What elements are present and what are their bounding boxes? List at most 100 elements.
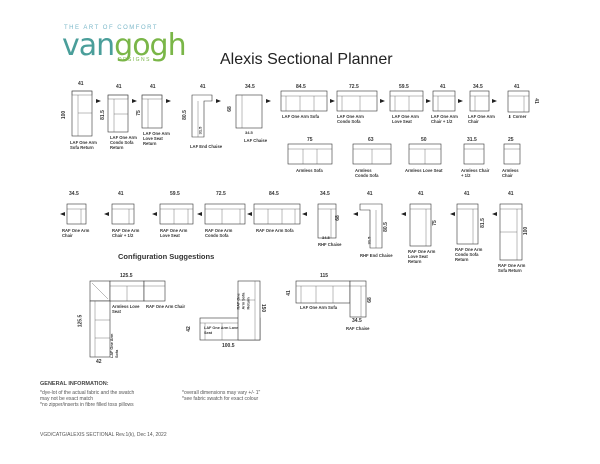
piece-label: Armless Love Seat (112, 304, 140, 314)
piece-raf-chair-half (111, 203, 135, 225)
piece-label: LAF Chaise (244, 138, 268, 143)
piece-label: LAF One Arm Condo Sofa Return (110, 135, 137, 150)
piece-raf-sofa (253, 203, 301, 225)
piece-label: LAF One Arm Sofa Return (70, 140, 97, 150)
piece-raf-sofa-return (499, 203, 523, 261)
general-info-heading: GENERAL INFORMATION: (40, 381, 109, 387)
dim-label: 125.5 (120, 273, 133, 279)
dim-label: 72.5 (216, 191, 226, 197)
dim-label: 41 (367, 191, 373, 197)
piece-corner (507, 90, 530, 113)
brand-tagline: THE ART OF COMFORT (64, 25, 159, 31)
piece-label: LAF End Chaise (190, 144, 223, 149)
config-3-drawing (295, 280, 367, 318)
piece-label: RHF Chaise (318, 242, 342, 247)
dim-label: 41 (285, 290, 292, 296)
dim-label: 100.5 (222, 343, 235, 349)
dim-label: 80.5 (382, 222, 389, 232)
dim-label: 150 (260, 303, 267, 313)
dim-label: 41 (118, 191, 124, 197)
brand-sub: DESIGNS (118, 57, 152, 63)
dim-label: 81.5 (479, 218, 486, 228)
arrow-icon (132, 99, 137, 103)
footer-revision: VGD/CATG/ALEXIS SECTIONAL Rev.1(k), Dec … (40, 432, 167, 438)
dim-label: 31.5 (197, 126, 203, 135)
config-heading: Configuration Suggestions (118, 252, 215, 261)
brand-logo: vangogh (62, 28, 187, 63)
arrow-icon (302, 212, 307, 216)
piece-label: LAF One Arm Love Seat Return (143, 131, 170, 146)
arrow-icon (152, 212, 157, 216)
piece-label: RAF One Arm Chair + 1/2 (112, 228, 140, 238)
dim-label: 42 (185, 326, 192, 332)
dim-label: 31.5 (467, 137, 477, 143)
dim-label: 125.5 (77, 314, 84, 328)
dim-label: 41 (116, 84, 122, 90)
piece-label: Armless Sofa (296, 168, 323, 173)
piece-label: RAF One Arm Condo Sofa (205, 228, 233, 238)
dim-label: 84.5 (296, 84, 306, 90)
piece-armless-chair-half (463, 143, 485, 165)
dim-label: 25 (508, 137, 514, 143)
arrow-icon (426, 99, 431, 103)
piece-label: ⬇ Corner (508, 114, 538, 119)
arrow-icon (216, 99, 221, 103)
piece-label: RAF One Arm Sofa (256, 228, 294, 233)
piece-laf-one-arm-sofa-return (71, 90, 93, 137)
dim-label: 75 (307, 137, 313, 143)
dim-label: 34.5 (473, 84, 483, 90)
dim-label: 50 (421, 137, 427, 143)
piece-label: LAF One Arm Love Seat (392, 114, 419, 124)
arrow-icon (166, 99, 171, 103)
piece-label: LAF One Arm Chair (468, 114, 495, 124)
piece-raf-love-seat-return (409, 203, 432, 247)
dim-label: 59.5 (170, 191, 180, 197)
dim-label: 59.5 (399, 84, 409, 90)
piece-laf-end-chaise (191, 94, 213, 138)
dim-label: 41 (514, 84, 520, 90)
arrow-icon (353, 212, 358, 216)
piece-rhf-chaise (317, 203, 337, 239)
brand-name-part2: gogh (114, 28, 186, 63)
piece-label: Armless Condo Sofa (355, 168, 379, 178)
piece-laf-chaise (235, 94, 263, 129)
piece-laf-one-arm-sofa (280, 90, 328, 112)
general-info-col1: *dye-lot of the actual fabric and the sw… (40, 390, 135, 408)
dim-label: 75 (431, 220, 438, 226)
dim-label: 68 (334, 215, 341, 221)
dim-label: 41 (464, 191, 470, 197)
piece-laf-condo-return (107, 94, 129, 133)
arrow-icon (60, 212, 65, 216)
arrow-icon (450, 212, 455, 216)
piece-armless-sofa (287, 143, 333, 165)
piece-raf-condo-sofa (204, 203, 246, 225)
piece-label: LAF One Arm Condo Sofa (337, 114, 364, 124)
arrow-icon (197, 212, 202, 216)
arrow-icon (247, 212, 252, 216)
dim-label: 42 (96, 359, 102, 365)
piece-label: RHF End Chaise (360, 253, 393, 258)
piece-label: Armless Love Seat (405, 168, 443, 173)
dim-label: 81.5 (99, 110, 106, 120)
brand-name-part1: van (62, 28, 115, 63)
arrow-icon (380, 99, 385, 103)
dim-label: 34.5 (245, 130, 253, 135)
piece-label: RAF One Arm Chair (146, 304, 186, 309)
arrow-icon (458, 99, 463, 103)
piece-label: Armless Chair (502, 168, 519, 178)
piece-label: RAF One Arm Condo Sofa Return (455, 247, 483, 262)
piece-label: RAF One Arm Love Seat Return (408, 249, 436, 264)
dim-label: 34.5 (245, 84, 255, 90)
arrow-icon (104, 212, 109, 216)
page-title: Alexis Sectional Planner (220, 51, 393, 68)
piece-label: LAF One Arm Sofa (300, 305, 338, 310)
piece-rhf-end-chaise (359, 203, 383, 249)
dim-label: 41 (150, 84, 156, 90)
piece-label: LAF One Arm Love Seat (204, 326, 239, 335)
piece-label: LAF One Arm Sofa (282, 114, 320, 119)
dim-label: 34.5 (320, 191, 330, 197)
dim-label: 63 (368, 137, 374, 143)
piece-label: RAF One Arm Sofa Return (498, 263, 526, 273)
dim-label: 34.5 (352, 318, 362, 324)
